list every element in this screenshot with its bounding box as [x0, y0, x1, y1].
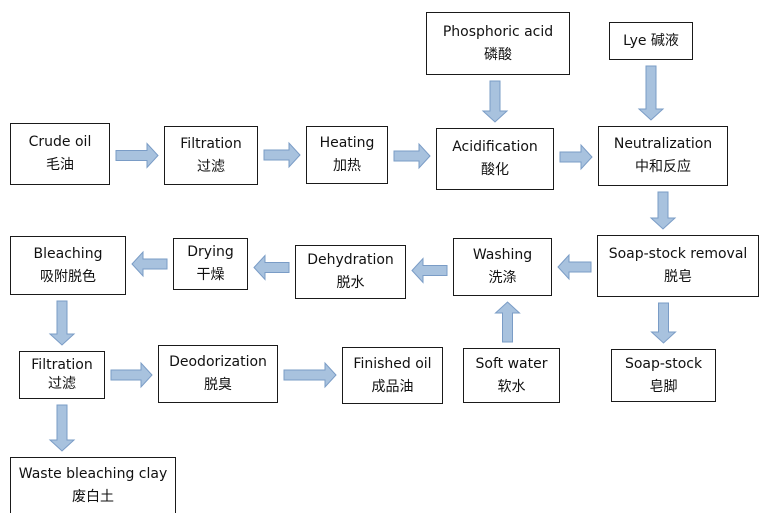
node-lye-label: Lye 碱液 [623, 33, 679, 49]
node-neutralization: Neutralization 中和反应 [598, 126, 728, 186]
node-filtration-1-label-zh: 过滤 [197, 158, 225, 175]
arrow-filtration-2-to-deodorization [110, 361, 153, 389]
node-deodorization-label-zh: 脱臭 [204, 377, 232, 393]
node-washing-label: Washing [472, 247, 533, 263]
node-finished-oil-label: Finished oil [353, 355, 432, 372]
arrow-soapstock-removal-to-washing [557, 253, 592, 281]
arrow-filtration-1-to-heating [263, 141, 301, 169]
node-drying: Drying 干燥 [173, 238, 248, 290]
node-soft-water: Soft water 软水 [463, 348, 560, 403]
node-waste-bleaching-clay-label-zh: 废白土 [72, 488, 114, 505]
arrow-filtration-2-to-waste-clay [48, 404, 76, 452]
node-dehydration: Dehydration 脱水 [295, 245, 406, 299]
node-crude-oil-label-zh: 毛油 [46, 157, 74, 173]
node-drying-label: Drying [187, 244, 234, 260]
node-bleaching-label-zh: 吸附脱色 [40, 268, 96, 285]
node-acidification-label: Acidification [452, 139, 538, 155]
arrow-heating-to-acidification [393, 142, 431, 170]
node-washing: Washing 洗涤 [453, 238, 552, 296]
node-soap-stock-label: Soap-stock [624, 355, 703, 372]
node-filtration-2-label-zh: 过滤 [48, 376, 76, 392]
node-bleaching: Bleaching 吸附脱色 [10, 236, 126, 295]
node-lye: Lye 碱液 [609, 22, 693, 60]
node-soft-water-label-zh: 软水 [497, 378, 526, 395]
arrow-dehydration-to-drying [253, 254, 290, 281]
node-acidification: Acidification 酸化 [436, 128, 554, 190]
node-soap-stock-label-zh: 皂脚 [649, 378, 678, 395]
node-soft-water-label: Soft water [475, 355, 548, 372]
node-acidification-label-zh: 酸化 [481, 162, 509, 178]
node-filtration-2-label: Filtration [31, 357, 93, 373]
node-finished-oil-label-zh: 成品油 [371, 378, 414, 395]
node-phosphoric-acid: Phosphoric acid 磷酸 [426, 12, 570, 75]
node-finished-oil: Finished oil 成品油 [342, 347, 443, 404]
node-phosphoric-acid-label: Phosphoric acid [442, 23, 554, 40]
arrow-soft-water-to-washing [494, 301, 521, 343]
node-deodorization: Deodorization 脱臭 [158, 345, 278, 403]
node-washing-label-zh: 洗涤 [488, 270, 517, 286]
arrow-crude-oil-to-filtration-1 [115, 142, 159, 169]
node-heating: Heating 加热 [306, 126, 388, 184]
node-dehydration-label: Dehydration [307, 252, 394, 268]
node-crude-oil-label: Crude oil [28, 134, 92, 150]
node-filtration-1: Filtration 过滤 [164, 126, 258, 185]
node-deodorization-label: Deodorization [169, 354, 267, 370]
node-drying-label-zh: 干燥 [196, 267, 225, 283]
node-neutralization-label: Neutralization [613, 136, 713, 152]
arrow-soapstock-removal-to-soap-stock [650, 302, 677, 344]
node-waste-bleaching-clay: Waste bleaching clay 废白土 [10, 457, 176, 513]
node-crude-oil: Crude oil 毛油 [10, 123, 110, 185]
node-soap-stock: Soap-stock 皂脚 [611, 349, 716, 402]
arrow-phosphoric-acid-to-acidification [481, 80, 509, 123]
node-dehydration-label-zh: 脱水 [336, 275, 365, 291]
arrow-washing-to-dehydration [411, 257, 448, 284]
arrow-lye-to-neutralization [637, 65, 665, 121]
node-heating-label: Heating [319, 135, 375, 151]
arrow-bleaching-to-filtration-2 [48, 300, 76, 346]
node-soapstock-removal-label: Soap-stock removal [608, 246, 748, 262]
node-filtration-1-label: Filtration [180, 135, 242, 152]
node-soapstock-removal-label-zh: 脱皂 [664, 269, 692, 285]
node-phosphoric-acid-label-zh: 磷酸 [484, 46, 512, 63]
arrow-neutralization-to-soapstock-removal [649, 191, 677, 230]
node-waste-bleaching-clay-label: Waste bleaching clay [18, 465, 168, 482]
arrow-acidification-to-neutralization [559, 143, 593, 171]
arrow-drying-to-bleaching [131, 250, 168, 278]
node-soapstock-removal: Soap-stock removal 脱皂 [597, 235, 759, 297]
arrow-deodorization-to-finished-oil [283, 361, 337, 389]
node-bleaching-label: Bleaching [33, 245, 103, 262]
node-filtration-2: Filtration 过滤 [19, 351, 105, 399]
node-heating-label-zh: 加热 [333, 158, 361, 174]
node-neutralization-label-zh: 中和反应 [635, 159, 691, 175]
